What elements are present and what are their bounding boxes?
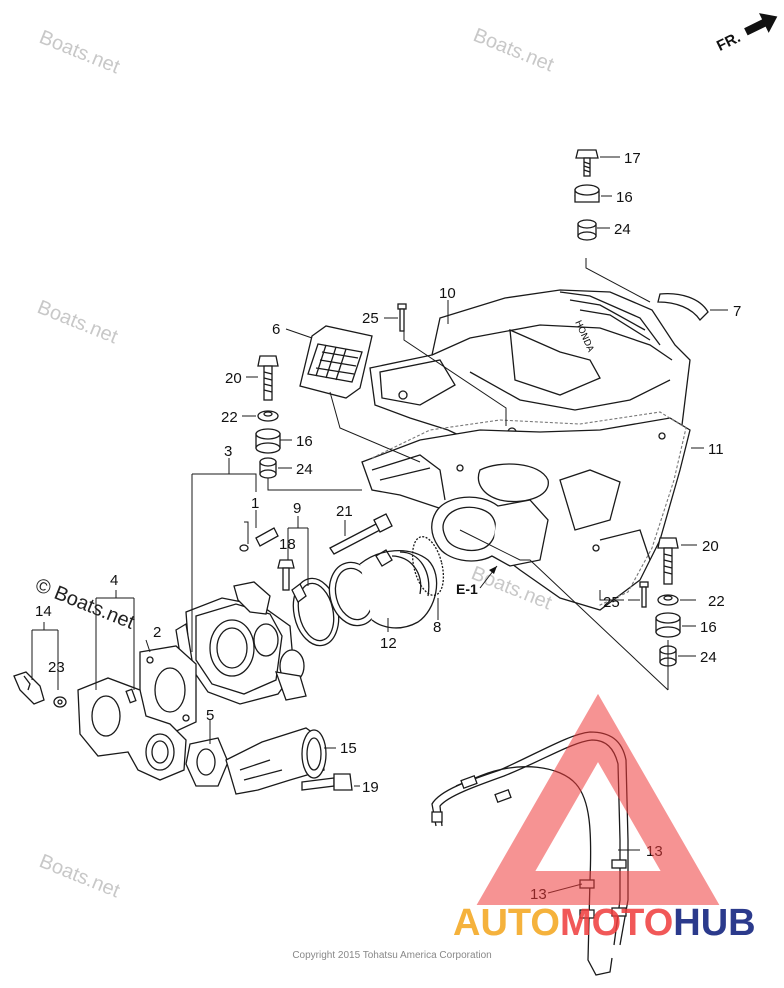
callout-20: 20 <box>225 370 242 387</box>
watermark: Boats.net <box>36 850 123 902</box>
callout-17: 17 <box>624 150 641 167</box>
intake-cover-10: HONDA <box>369 289 691 471</box>
callout-16: 16 <box>616 189 633 206</box>
logo-text: AUTOMOTOHUB <box>453 902 756 944</box>
callout-12: 12 <box>380 635 397 652</box>
callout-25: 25 <box>362 310 379 327</box>
leader-lines <box>31 156 728 894</box>
callout-16: 16 <box>296 433 313 450</box>
bolt-20-left <box>257 355 279 401</box>
clamp-9 <box>291 577 340 647</box>
callout-21: 21 <box>336 503 353 520</box>
callout-14: 14 <box>35 603 52 620</box>
callout-15: 15 <box>340 740 357 757</box>
callout-4: 4 <box>110 572 118 589</box>
copyright-text: Copyright 2015 Tohatsu America Corporati… <box>292 950 491 961</box>
callout-3: 3 <box>224 443 232 460</box>
section-label-e1: E-1 <box>456 581 478 597</box>
bolt-21 <box>329 513 393 555</box>
callout-24: 24 <box>296 461 313 478</box>
screw-1 <box>239 527 279 552</box>
bolt-20-right <box>657 537 679 585</box>
seal-7 <box>657 292 709 322</box>
callout-22: 22 <box>708 593 725 610</box>
grommet-16-right <box>655 612 681 638</box>
callout-20: 20 <box>702 538 719 555</box>
callout-7: 7 <box>733 303 741 320</box>
callout-9: 9 <box>293 500 301 517</box>
bolt-19 <box>301 773 353 791</box>
front-label: FR. <box>714 29 743 55</box>
gasket-5 <box>185 737 229 787</box>
watermark: Boats.net <box>34 296 121 348</box>
callout-2: 2 <box>153 624 161 641</box>
throttle-body <box>175 581 307 705</box>
callout-11: 11 <box>708 441 724 458</box>
grommet-16-top <box>574 184 600 203</box>
callout-5: 5 <box>206 707 214 724</box>
collar-24-top <box>577 219 597 241</box>
callouts: 17 16 24 10 7 25 6 20 22 16 11 3 24 1 9 … <box>35 150 741 903</box>
callout-23: 23 <box>48 659 65 676</box>
watermark: Boats.net <box>36 26 123 78</box>
callout-16: 16 <box>700 619 717 636</box>
callout-10: 10 <box>439 285 456 302</box>
callout-24: 24 <box>700 649 717 666</box>
washer-22-right <box>657 594 679 606</box>
callout-19: 19 <box>362 779 379 796</box>
automotohub-logo: AUTOMOTOHUB <box>453 693 756 944</box>
bolt-17 <box>575 149 599 177</box>
adapter-4 <box>77 677 187 781</box>
callout-1: 1 <box>251 495 259 512</box>
callout-18: 18 <box>279 536 296 553</box>
o-ring-8 <box>411 536 445 596</box>
callout-22: 22 <box>221 409 238 426</box>
filter-6 <box>299 325 373 399</box>
grommet-16-left <box>255 428 281 454</box>
callout-25: 25 <box>603 594 620 611</box>
screw-25-upper <box>397 303 407 332</box>
collar-24-left <box>259 457 277 479</box>
callout-24: 24 <box>614 221 631 238</box>
duct-outlet: E-1 <box>431 496 549 597</box>
callout-8: 8 <box>433 619 441 636</box>
washer-22-left <box>257 410 279 422</box>
callout-6: 6 <box>272 321 280 338</box>
sensor-14 <box>13 671 45 705</box>
bolt-18 <box>277 559 295 591</box>
front-direction-marker: FR. <box>714 13 778 55</box>
watermark: Boats.net <box>470 24 557 76</box>
elbow-15 <box>225 727 327 795</box>
intake-hose-12 <box>328 549 438 629</box>
washer-23 <box>53 696 67 708</box>
screw-25-lower <box>639 581 649 608</box>
